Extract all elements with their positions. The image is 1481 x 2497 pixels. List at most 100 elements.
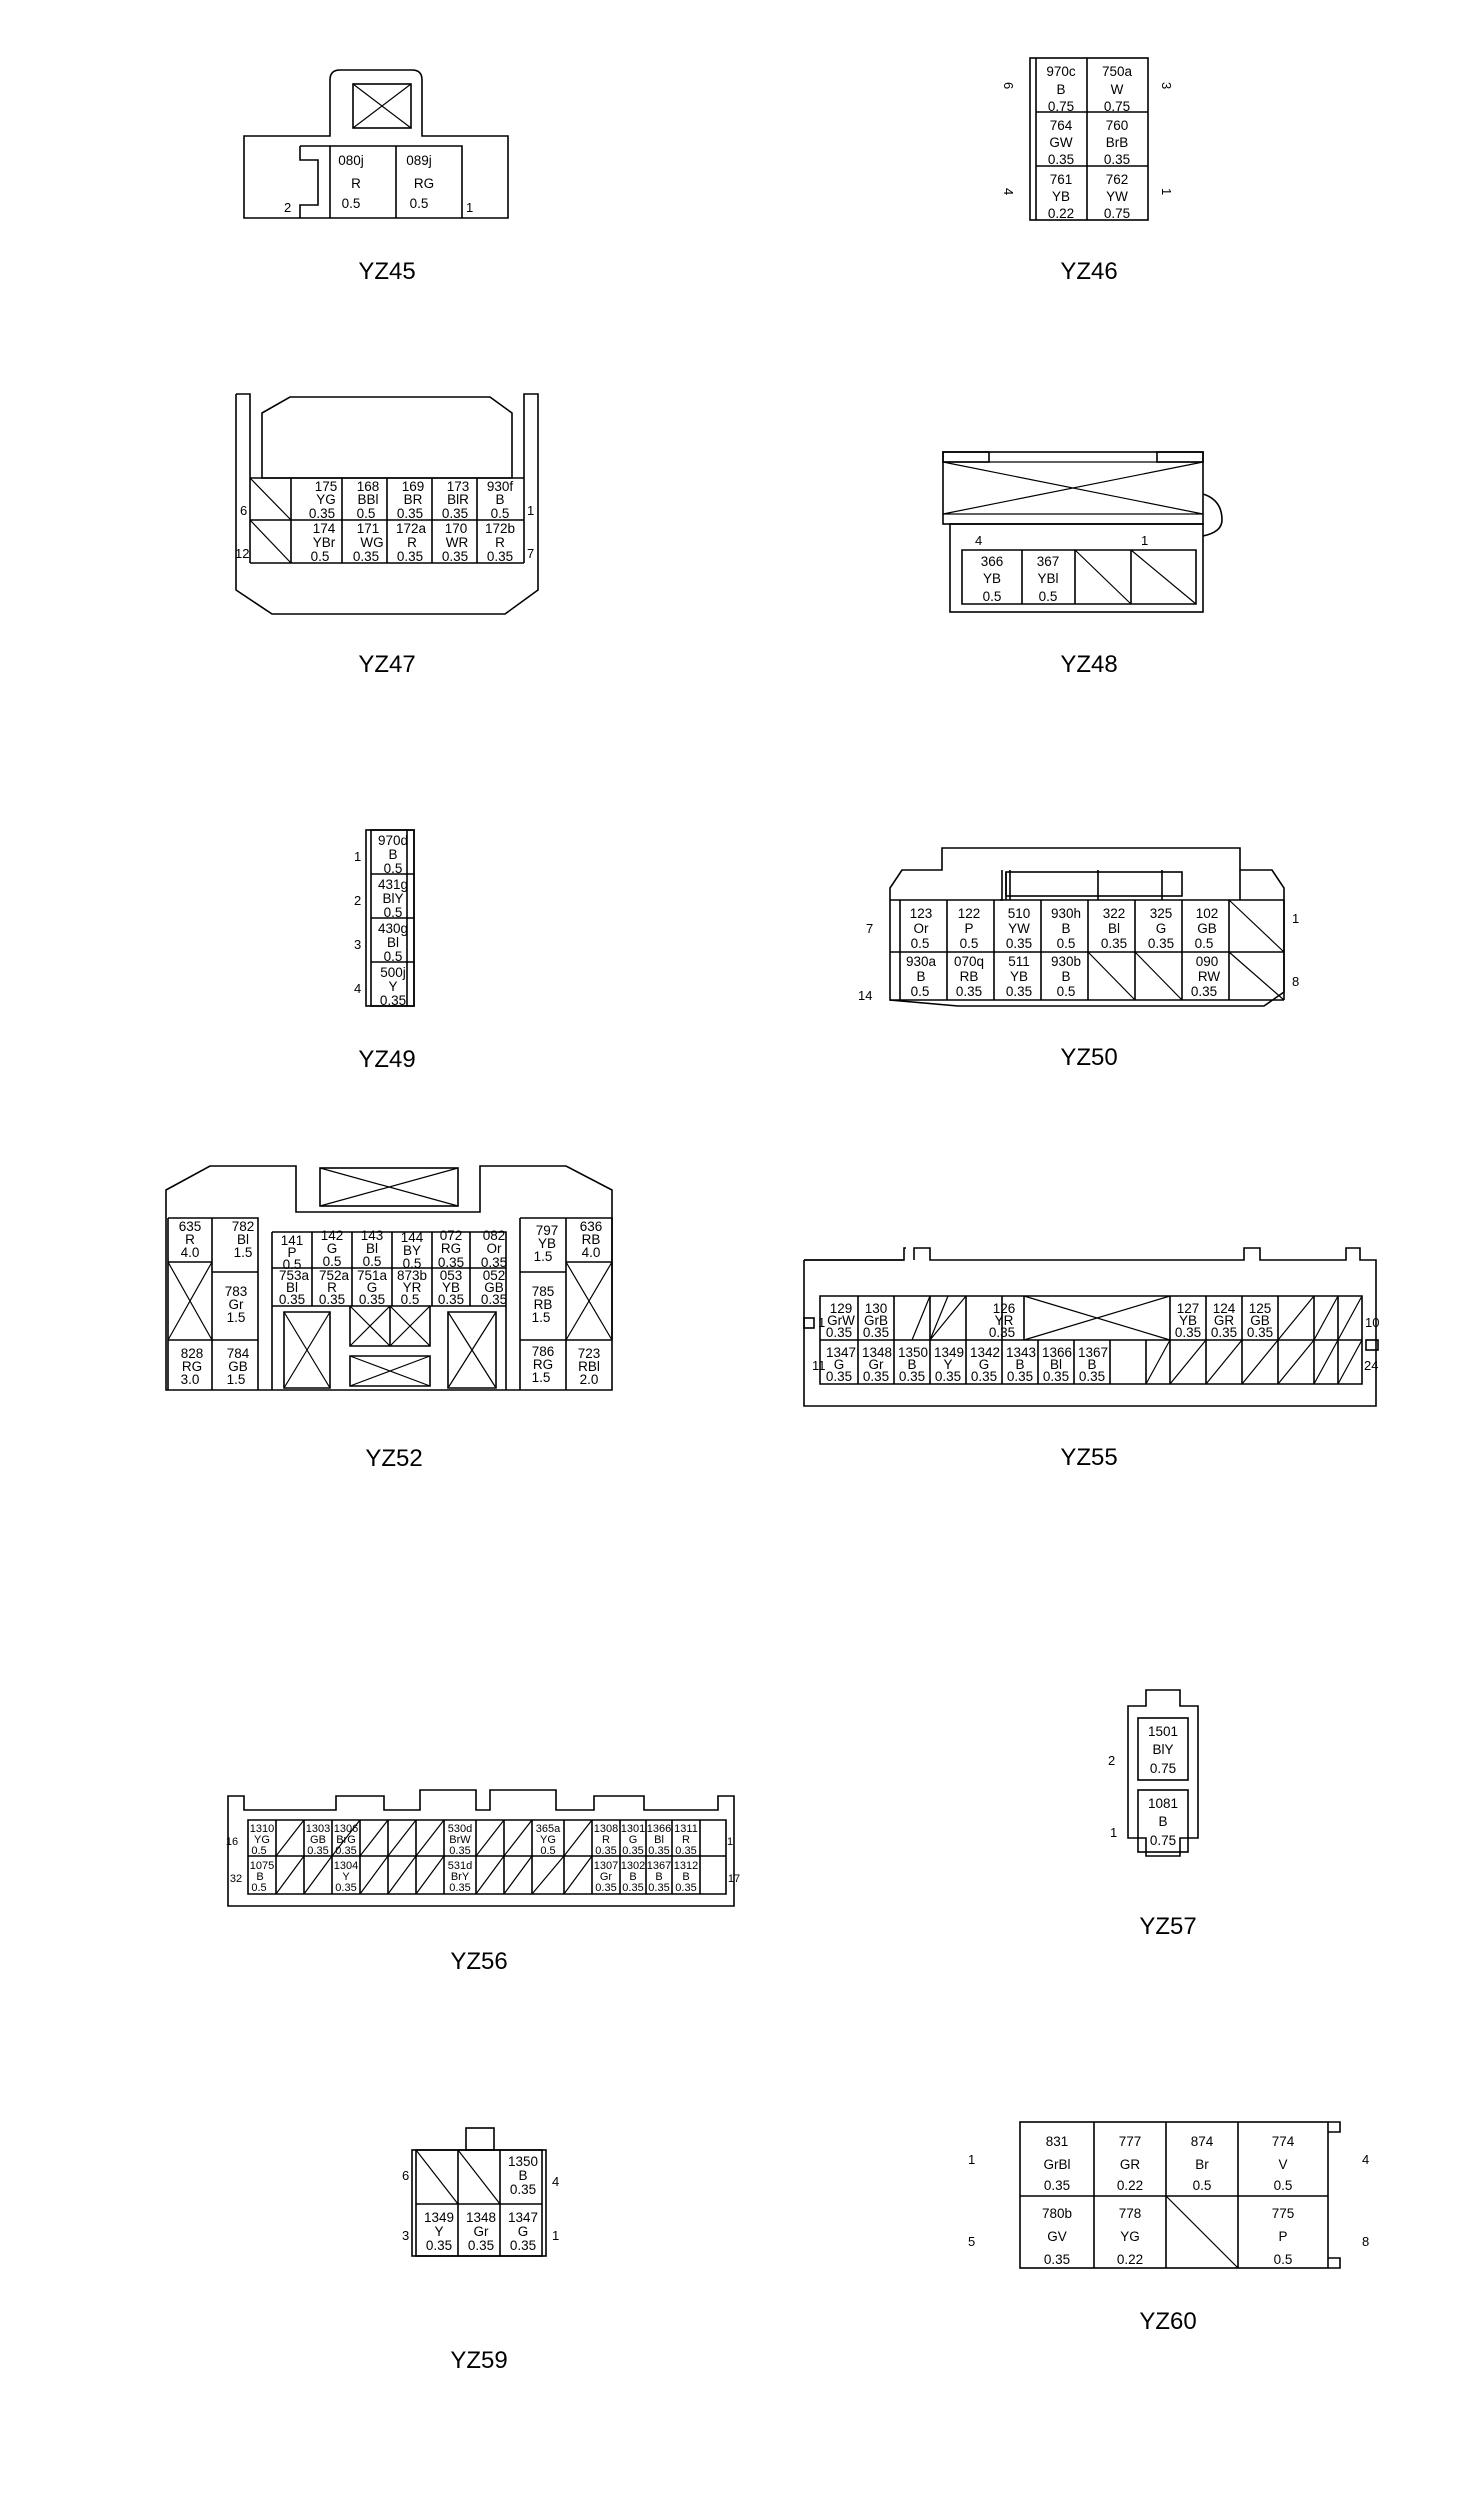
cell-color: WG: [360, 535, 383, 550]
cell-circuit: 1304: [334, 1860, 358, 1872]
cell-size: 0.35: [449, 1882, 470, 1894]
pin-number: 4: [552, 2174, 559, 2189]
cell-color: G: [629, 1834, 638, 1846]
cell-color: BlY: [1152, 1742, 1173, 1757]
cell-size: 3.0: [181, 1372, 200, 1387]
connector-yz46: [1029, 57, 1149, 221]
cell-size: 0.35: [1044, 2178, 1070, 2193]
cell-size: 0.35: [510, 2238, 536, 2253]
cell-color: YG: [540, 1834, 556, 1846]
cell-color: BlR: [447, 492, 469, 507]
cell-color: V: [1278, 2157, 1287, 2172]
cell-circuit: 777: [1119, 2134, 1142, 2149]
cell-size: 0.35: [1079, 1369, 1105, 1384]
cell-size: 0.35: [449, 1845, 470, 1857]
cell-circuit: 930a: [906, 954, 937, 969]
cell-color: GB: [1197, 921, 1217, 936]
cell-size: 0.5: [342, 196, 361, 211]
cell-color: B: [495, 492, 504, 507]
cell-circuit: 1347: [508, 2210, 538, 2225]
cell-color: Gr: [600, 1871, 613, 1883]
cell-color: B: [518, 2168, 527, 2183]
cell-circuit: 1303: [306, 1823, 330, 1835]
cell-size: 0.35: [279, 1292, 305, 1307]
cell-color: YB: [1052, 189, 1070, 204]
cell-size: 0.35: [899, 1369, 925, 1384]
cell-size: 0.5: [1057, 984, 1076, 999]
cell-circuit: 130: [865, 1301, 888, 1316]
cell-color: R: [327, 1280, 337, 1295]
cell-circuit: 723: [578, 1346, 601, 1361]
cell-color: B: [916, 969, 925, 984]
connector-yz48: [942, 451, 1223, 613]
cell-color: R: [682, 1834, 690, 1846]
cell-color: W: [1111, 82, 1124, 97]
cell-color: GW: [1049, 135, 1073, 150]
cell-size: 0.35: [863, 1325, 889, 1340]
cell-color: P: [287, 1245, 296, 1260]
cell-color: RB: [960, 969, 979, 984]
cell-circuit: 1343: [1006, 1345, 1036, 1360]
cell-color: G: [518, 2224, 529, 2239]
pin-number: 1: [1141, 533, 1148, 548]
cell-color: Bl: [237, 1232, 249, 1247]
cell-circuit: 072: [440, 1228, 463, 1243]
cell-color: R: [495, 535, 505, 550]
cell-circuit: 751a: [357, 1268, 388, 1283]
pin-number: 3: [402, 2228, 409, 2243]
cell-color: RBl: [578, 1359, 600, 1374]
cell-size: 0.35: [335, 1882, 356, 1894]
cell-color: RB: [534, 1297, 553, 1312]
cell-size: 0.35: [397, 549, 423, 564]
pin-number: 5: [968, 2234, 975, 2249]
pin-number: 1: [527, 503, 534, 518]
pin-number: 1: [1159, 188, 1174, 195]
cell-color: WR: [446, 535, 469, 550]
cell-size: 0.5: [384, 949, 403, 964]
cell-size: 0.5: [1039, 589, 1058, 604]
cell-circuit: 775: [1272, 2206, 1295, 2221]
cell-circuit: 785: [532, 1284, 555, 1299]
cell-circuit: 168: [357, 479, 380, 494]
cell-circuit: 123: [910, 906, 933, 921]
pin-number: 8: [1292, 974, 1299, 989]
cell-circuit: 1367: [647, 1860, 671, 1872]
cell-size: 0.5: [251, 1845, 266, 1857]
cell-circuit: 970c: [1046, 64, 1076, 79]
cell-size: 0.5: [960, 936, 979, 951]
yz55-text: 129 GrW 0.35 130 GrB 0.35 126 YR 0.35 12…: [812, 1301, 1379, 1471]
cell-size: 0.35: [595, 1845, 616, 1857]
cell-color: RG: [441, 1241, 461, 1256]
cell-size: 0.75: [1104, 206, 1130, 221]
cell-circuit: 970d: [378, 833, 408, 848]
cell-color: YW: [1008, 921, 1030, 936]
cell-size: 4.0: [181, 1245, 200, 1260]
cell-circuit: 930f: [487, 479, 514, 494]
cell-color: GR: [1120, 2157, 1141, 2172]
cell-color: R: [185, 1232, 195, 1247]
cell-color: YW: [1106, 189, 1128, 204]
cell-circuit: 784: [227, 1346, 250, 1361]
cell-circuit: 082: [483, 1228, 506, 1243]
cell-circuit: 1367: [1078, 1345, 1108, 1360]
connector-yz56: [227, 1789, 735, 1907]
cell-size: 1.5: [227, 1372, 246, 1387]
pin-number: 32: [230, 1873, 242, 1885]
cell-circuit: 760: [1106, 118, 1129, 133]
pin-number: 16: [226, 1836, 238, 1848]
cell-color: BrG: [336, 1834, 356, 1846]
cell-color: BrY: [451, 1871, 470, 1883]
cell-circuit: 124: [1213, 1301, 1236, 1316]
cell-size: 0.35: [956, 984, 982, 999]
cell-circuit: 873b: [397, 1268, 427, 1283]
cell-circuit: 143: [361, 1228, 384, 1243]
cell-color: Y: [434, 2224, 443, 2239]
cell-size: 0.5: [540, 1845, 555, 1857]
cell-size: 0.35: [826, 1325, 852, 1340]
cell-color: B: [388, 847, 397, 862]
cell-size: 1.5: [532, 1370, 551, 1385]
cell-circuit: 1308: [594, 1823, 618, 1835]
cell-size: 1.5: [532, 1310, 551, 1325]
cell-size: 0.35: [622, 1845, 643, 1857]
cell-color: G: [979, 1357, 990, 1372]
